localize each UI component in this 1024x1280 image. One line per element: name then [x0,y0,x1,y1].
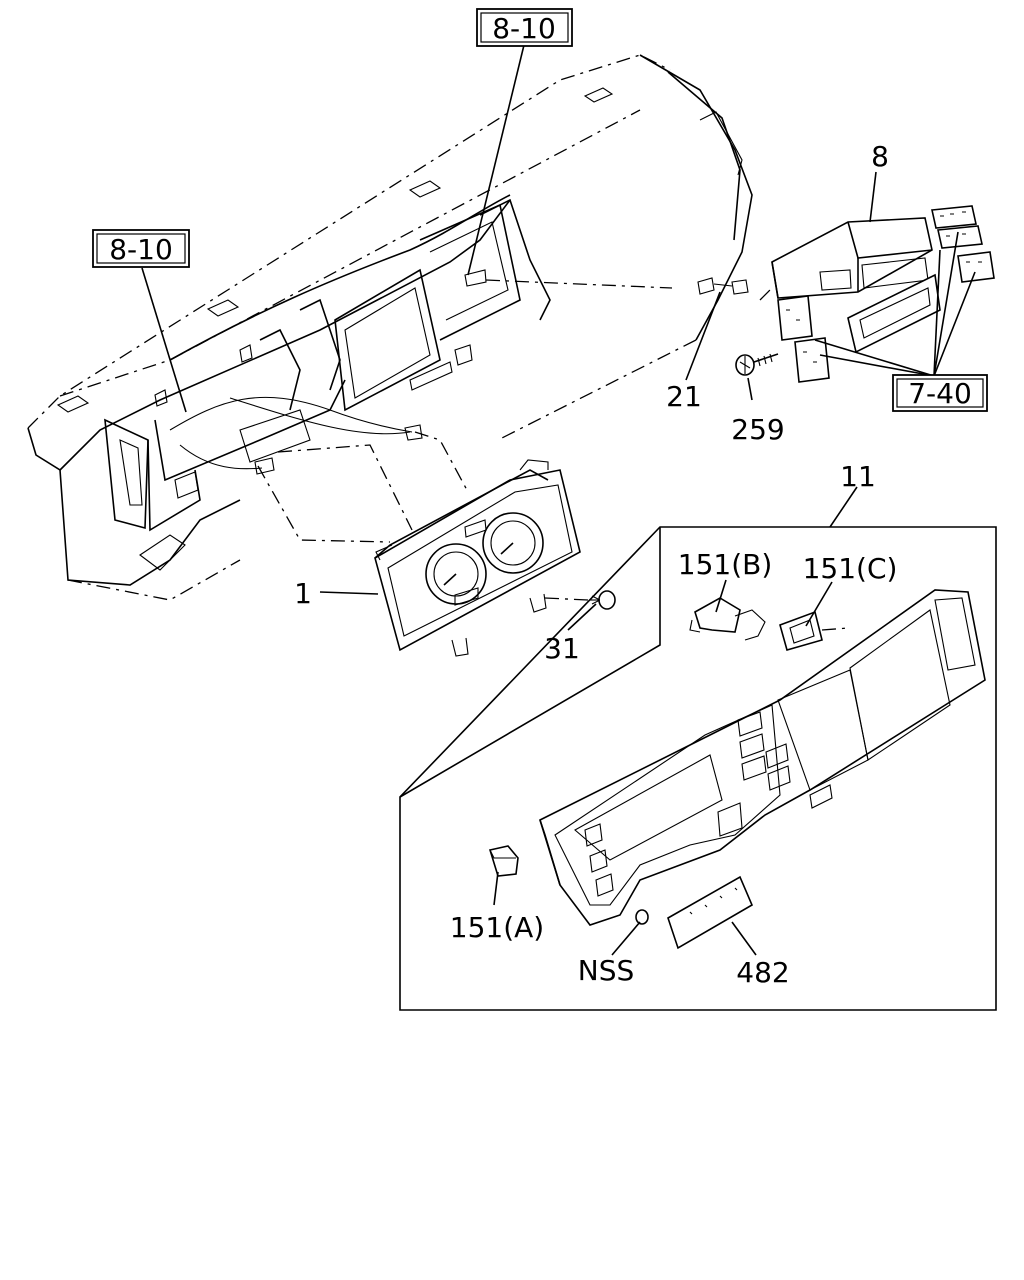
ref-label-7-40: 7-40 [908,377,972,410]
part-259-screw [735,353,779,376]
instrument-panel-drawing [27,54,753,601]
part-label-11: 11 [840,460,876,493]
part-21-connector [697,277,749,295]
detail-box-part-11 [399,526,997,1011]
part-label-31: 31 [544,632,580,665]
ref-box-8-10-top[interactable]: 8-10 [476,8,573,47]
part-label-151c: 151(C) [803,552,898,585]
part-label-151b: 151(B) [678,548,773,581]
part-11-cluster-hood [539,589,986,926]
ref-box-7-40[interactable]: 7-40 [892,374,988,412]
part-nss-nut [635,909,649,925]
part-31-screw [589,590,616,610]
part-7-40-brackets [777,205,995,383]
part-151a-clip [488,845,519,877]
part-151c-clip [779,610,849,651]
part-482-plate [667,875,754,950]
part-1-instrument-cluster [374,459,581,657]
part-label-21: 21 [666,380,702,413]
part-label-482: 482 [736,956,789,989]
leader-lines [141,44,976,956]
ref-label-8-10-top: 8-10 [492,12,556,45]
part-label-1: 1 [294,577,312,610]
part-8-unit [771,217,941,354]
ref-label-8-10-left: 8-10 [109,233,173,266]
part-label-8: 8 [871,140,889,173]
phantom-connector-lines [257,279,771,601]
part-label-nss: NSS [578,954,635,987]
part-label-259: 259 [731,413,784,446]
part-151b-bracket [689,597,766,641]
part-label-151a: 151(A) [450,911,544,944]
ref-box-8-10-left[interactable]: 8-10 [92,229,190,268]
